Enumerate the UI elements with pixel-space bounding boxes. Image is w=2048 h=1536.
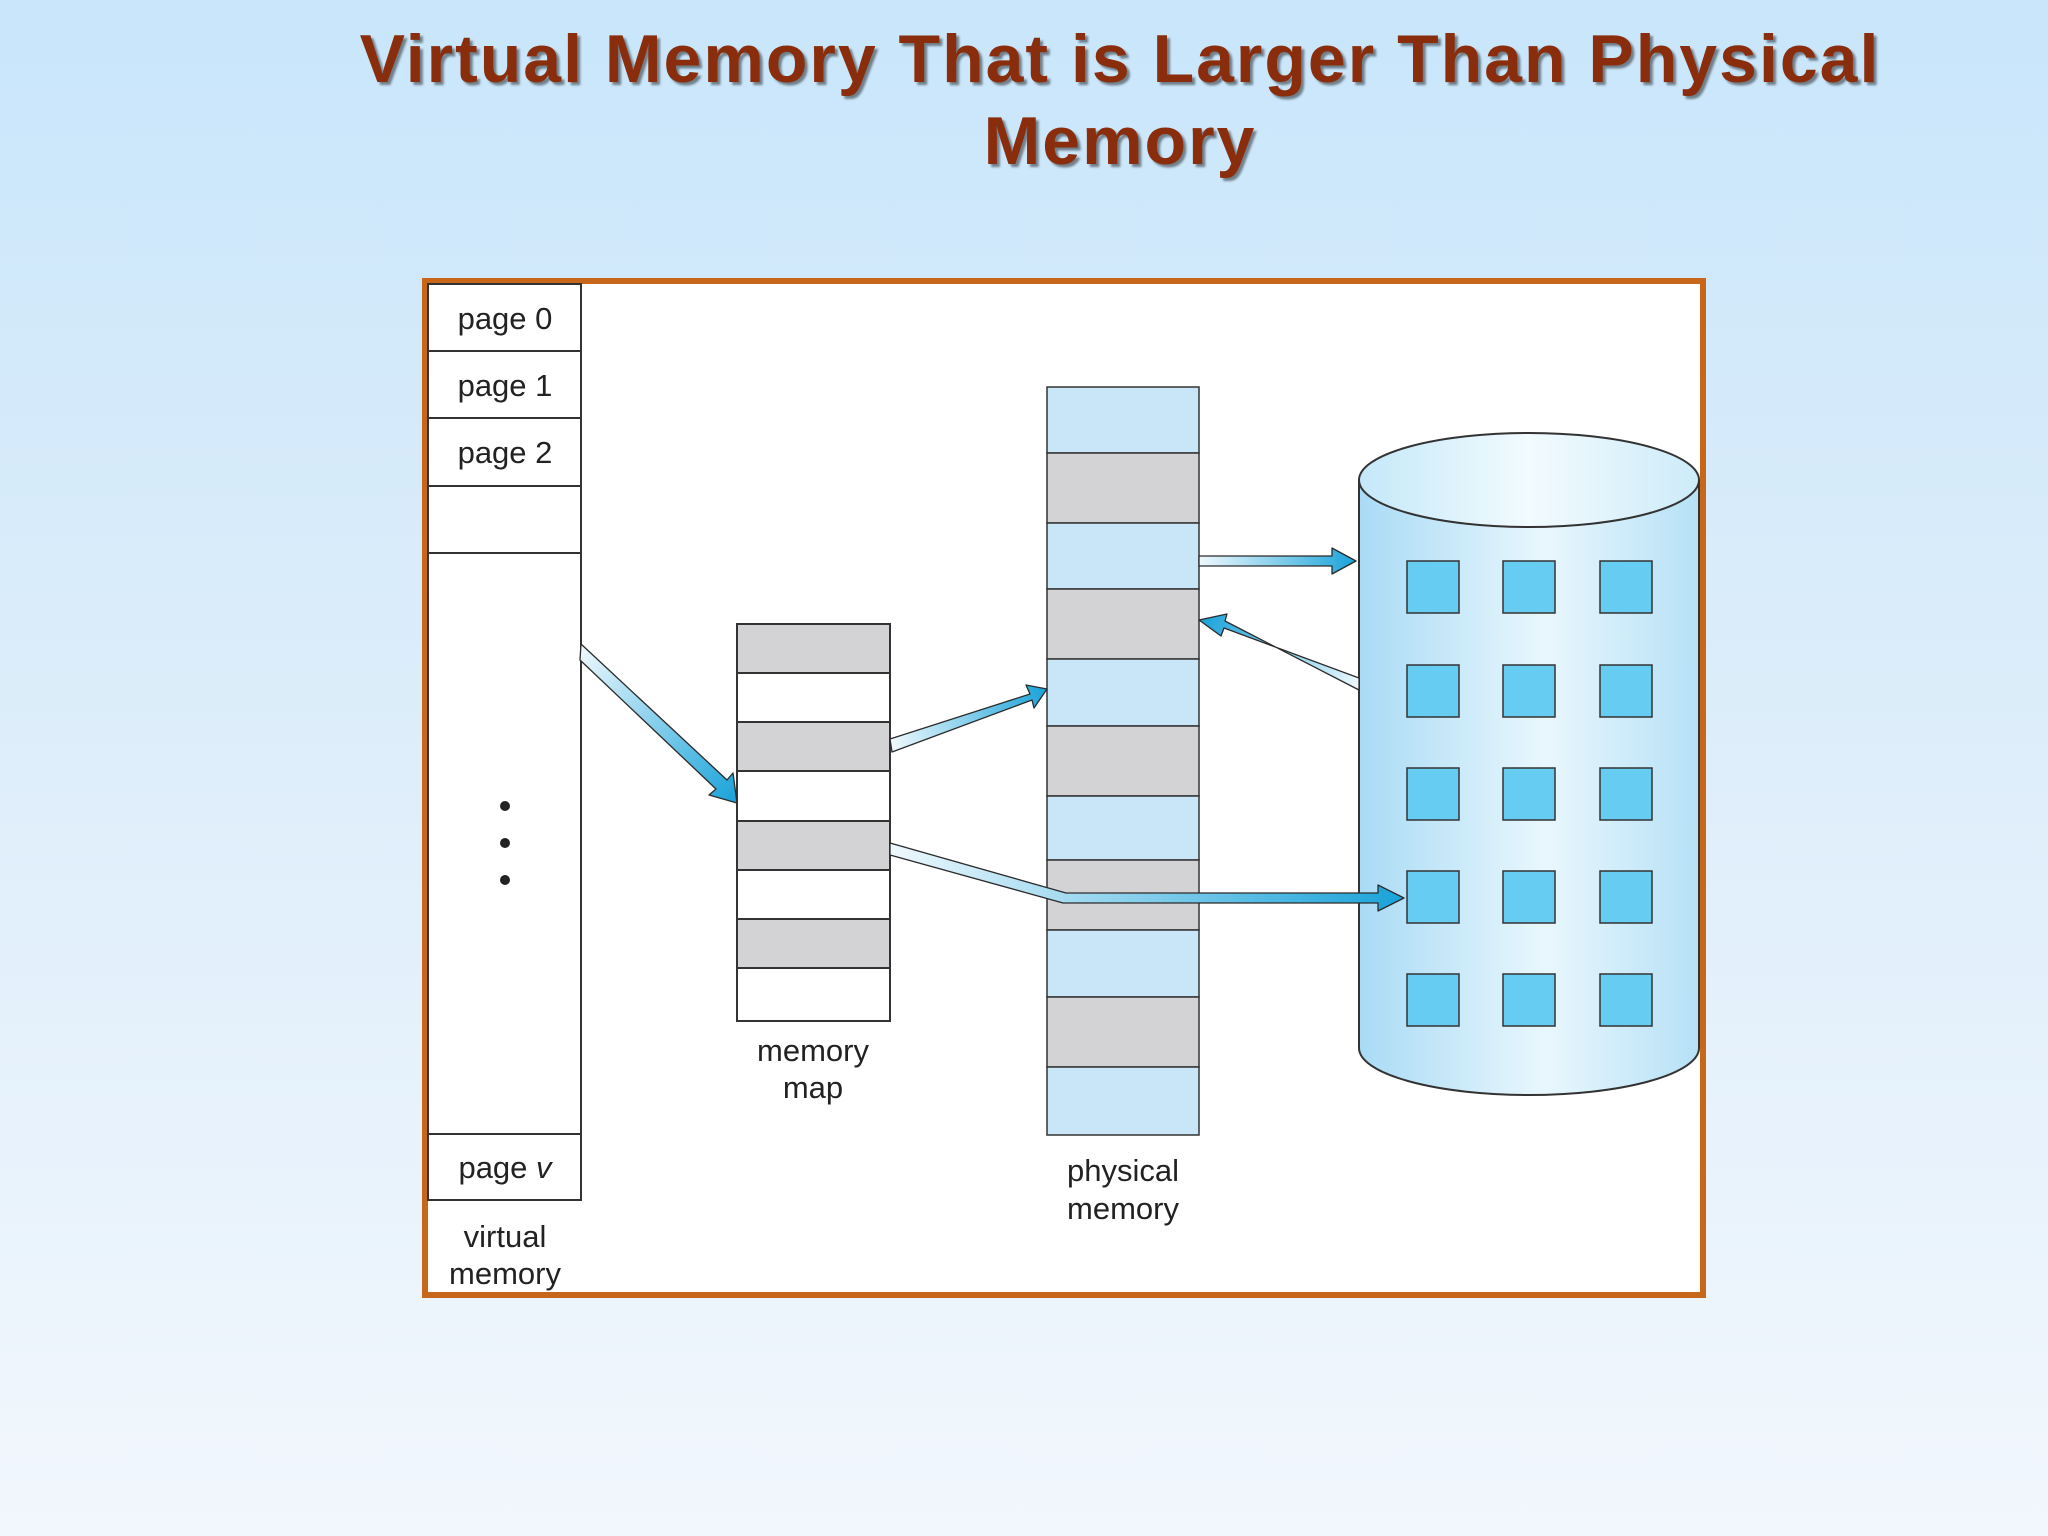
map-entry-empty	[736, 967, 891, 1022]
arrow-map-to-physical	[889, 684, 1048, 753]
page-2-label: page 2	[458, 435, 553, 470]
slide-title: Virtual Memory That is Larger Than Physi…	[250, 18, 1990, 182]
page-v-prefix: page	[458, 1150, 536, 1185]
disk-top	[1358, 432, 1700, 528]
map-entry-empty	[736, 770, 891, 822]
title-line-1: Virtual Memory That is Larger Than Physi…	[359, 21, 1881, 97]
map-entry-used	[736, 721, 891, 772]
disk-block	[1406, 767, 1460, 821]
frame-free	[1046, 1066, 1200, 1136]
frame-used	[1046, 996, 1200, 1068]
disk-block	[1599, 973, 1653, 1027]
memory-map: memory map	[736, 623, 891, 1105]
virtual-memory-label-line-2: memory	[449, 1256, 561, 1291]
page-v-variable: v	[536, 1150, 553, 1185]
arrow-disk-to-physical	[1198, 613, 1360, 691]
map-entry-empty	[736, 672, 891, 723]
map-entry-empty	[736, 869, 891, 920]
disk-blocks	[1406, 560, 1653, 1027]
memory-map-label-line-2: map	[783, 1070, 843, 1105]
frame-free	[1046, 929, 1200, 998]
ellipsis-dot	[500, 801, 510, 811]
disk-block	[1406, 973, 1460, 1027]
frame-free	[1046, 386, 1200, 454]
disk-block	[1406, 560, 1460, 614]
disk-block	[1502, 767, 1556, 821]
disk-block	[1502, 870, 1556, 924]
arrow-virtual-to-map	[579, 643, 738, 804]
frame-free	[1046, 522, 1200, 590]
virtual-memory-outline	[427, 283, 582, 1201]
frame-free	[1046, 658, 1200, 727]
disk-block	[1502, 973, 1556, 1027]
frame-used	[1046, 588, 1200, 660]
physical-memory-label-line-1: physical	[1067, 1153, 1179, 1188]
disk-block	[1502, 560, 1556, 614]
frame-used	[1046, 725, 1200, 797]
title-line-2: Memory	[983, 103, 1257, 179]
disk-block	[1406, 870, 1460, 924]
physical-memory: physical memory	[1046, 386, 1200, 1226]
map-entry-used	[736, 918, 891, 969]
ellipsis-dot	[500, 875, 510, 885]
page-0-label: page 0	[458, 301, 553, 336]
physical-memory-label-line-2: memory	[1067, 1191, 1179, 1226]
map-entry-used	[736, 623, 891, 674]
disk-block	[1502, 664, 1556, 718]
page-1-label: page 1	[458, 368, 553, 403]
disk-block	[1406, 664, 1460, 718]
page-v-label: page v	[458, 1150, 553, 1185]
disk-block	[1599, 560, 1653, 614]
frame-used	[1046, 452, 1200, 524]
disk-block	[1599, 870, 1653, 924]
memory-map-label-line-1: memory	[757, 1033, 869, 1068]
disk-block	[1599, 664, 1653, 718]
ellipsis-dot	[500, 838, 510, 848]
map-entry-used	[736, 820, 891, 871]
arrow-physical-to-disk	[1198, 547, 1357, 575]
virtual-memory-label-line-1: virtual	[464, 1219, 547, 1254]
frame-free	[1046, 795, 1200, 861]
virtual-memory-column: page 0 page 1 page 2 page v virtual memo…	[427, 283, 582, 1291]
disk-block	[1599, 767, 1653, 821]
arrow-map-to-disk	[889, 842, 1405, 912]
